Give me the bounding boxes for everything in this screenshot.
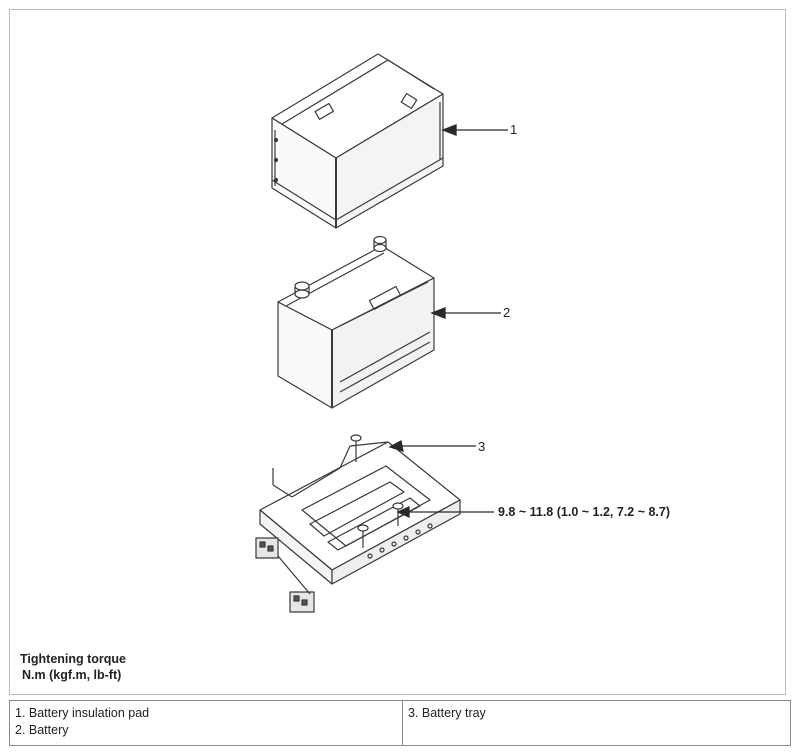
legend-item-insulation-pad: 1. Battery insulation pad xyxy=(15,706,150,720)
callout-2: 2 xyxy=(503,305,510,320)
battery-drawing xyxy=(277,235,435,409)
leader-lines xyxy=(388,124,508,519)
callout-1: 1 xyxy=(510,122,517,137)
callout-3: 3 xyxy=(478,439,485,454)
torque-label-units: N.m (kgf.m, lb-ft) xyxy=(22,668,122,682)
torque-label-title: Tightening torque xyxy=(20,652,127,666)
legend-row: 1. Battery insulation pad 2. Battery 3. … xyxy=(9,700,791,746)
insulation-pad-drawing xyxy=(271,53,444,229)
torque-value: 9.8 ~ 11.8 (1.0 ~ 1.2, 7.2 ~ 8.7) xyxy=(498,505,670,519)
legend-item-battery-tray: 3. Battery tray xyxy=(408,706,486,720)
figure-frame: 1 2 3 9.8 ~ 11.8 (1.0 ~ 1.2, 7.2 ~ 8.7) … xyxy=(9,9,786,695)
legend-right-cell: 3. Battery tray xyxy=(402,700,791,746)
battery-tray-drawing xyxy=(255,434,461,613)
exploded-diagram: 1 2 3 9.8 ~ 11.8 (1.0 ~ 1.2, 7.2 ~ 8.7) xyxy=(255,53,670,613)
legend-left-cell: 1. Battery insulation pad 2. Battery xyxy=(9,700,403,746)
legend-item-battery: 2. Battery xyxy=(15,723,69,737)
parts-legend-table: 1. Battery insulation pad 2. Battery 3. … xyxy=(9,700,791,746)
tightening-torque-label: Tightening torque N.m (kgf.m, lb-ft) xyxy=(20,651,126,683)
